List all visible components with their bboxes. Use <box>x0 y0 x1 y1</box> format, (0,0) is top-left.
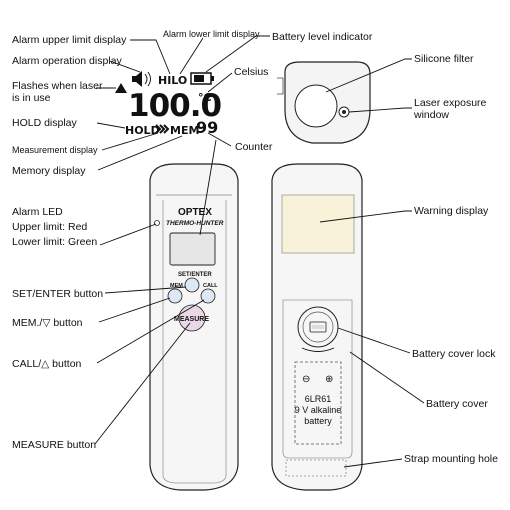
warning-display <box>281 194 355 254</box>
label-alarm-lower-limit: Alarm lower limit display <box>163 29 260 39</box>
set-enter-label: SET/ENTER <box>178 272 212 278</box>
mem-button[interactable] <box>167 288 183 304</box>
battery-outline <box>294 361 342 445</box>
lcd-mem: MEM <box>170 124 199 137</box>
speaker-icon <box>132 71 151 87</box>
battery-minus-symbol: ⊖ <box>302 374 310 385</box>
label-flashes-1: Flashes when laser <box>12 80 103 92</box>
labels: Alarm upper limit display Alarm lower li… <box>12 29 498 465</box>
label-warning-display: Warning display <box>414 205 489 217</box>
front-device: OPTEX THERMO-HUNTER SET/ENTER MEM CALL M… <box>149 163 239 491</box>
label-silicone-filter: Silicone filter <box>414 53 474 65</box>
label-battery-cover: Battery cover <box>426 398 488 410</box>
call-button[interactable] <box>200 288 216 304</box>
label-hold-display: HOLD display <box>12 117 78 129</box>
label-laser-window-2: window <box>413 109 449 121</box>
call-label: CALL <box>203 283 218 289</box>
battery-icon <box>190 72 214 85</box>
battery-plus-symbol: ⊕ <box>325 374 333 385</box>
lcd-reading: 100.0 <box>128 88 221 124</box>
lcd-closeup: HILO 100.0 °C HOLD MEM 99 <box>115 71 222 137</box>
brand-label: OPTEX <box>178 207 212 218</box>
silicone-filter <box>294 84 338 128</box>
label-alarm-led-3: Lower limit: Green <box>12 236 97 248</box>
label-measurement-display: Measurement display <box>12 145 98 155</box>
battery-cover-lock[interactable] <box>297 306 339 348</box>
measurement-arrows-icon <box>155 124 170 134</box>
label-call-button: CALL/△ button <box>12 358 82 370</box>
lcd-counter: 99 <box>196 118 218 137</box>
lcd-hold: HOLD <box>125 124 160 137</box>
laser-warning-icon <box>115 83 127 93</box>
battery-word: battery <box>304 416 332 426</box>
label-laser-window-1: Laser exposure <box>414 97 487 109</box>
label-memory-display: Memory display <box>12 165 86 177</box>
label-celsius: Celsius <box>234 66 268 78</box>
set-enter-button[interactable] <box>184 277 200 293</box>
label-alarm-operation: Alarm operation display <box>12 55 122 67</box>
label-flashes-2: is in use <box>12 92 51 104</box>
lcd-hilo: HILO <box>158 74 187 87</box>
label-battery-cover-lock: Battery cover lock <box>412 348 496 360</box>
label-strap-hole: Strap mounting hole <box>404 453 498 465</box>
label-alarm-led-1: Alarm LED <box>12 206 63 218</box>
label-mem-button: MEM./▽ button <box>12 317 83 329</box>
leader-lines <box>94 35 425 468</box>
measure-button[interactable] <box>178 304 206 332</box>
strap-mounting-hole <box>285 459 347 477</box>
label-set-enter: SET/ENTER button <box>12 288 103 300</box>
label-battery-level: Battery level indicator <box>272 31 373 43</box>
model-label: THERMO-HUNTER <box>166 220 224 227</box>
back-device: ⊖ ⊕ 6LR61 9 V alkaline battery <box>271 163 363 491</box>
battery-spec: 9 V alkaline <box>295 405 342 415</box>
label-alarm-led-2: Upper limit: Red <box>12 221 87 233</box>
label-counter: Counter <box>235 141 273 153</box>
lcd-unit: °C <box>198 91 212 104</box>
label-measure-button: MEASURE button <box>12 439 96 451</box>
measure-label: MEASURE <box>174 316 209 323</box>
label-alarm-upper-limit: Alarm upper limit display <box>12 34 127 46</box>
mem-label: MEM <box>170 283 183 289</box>
battery-type: 6LR61 <box>305 394 332 404</box>
front-lcd <box>169 232 216 266</box>
top-view <box>277 61 371 144</box>
